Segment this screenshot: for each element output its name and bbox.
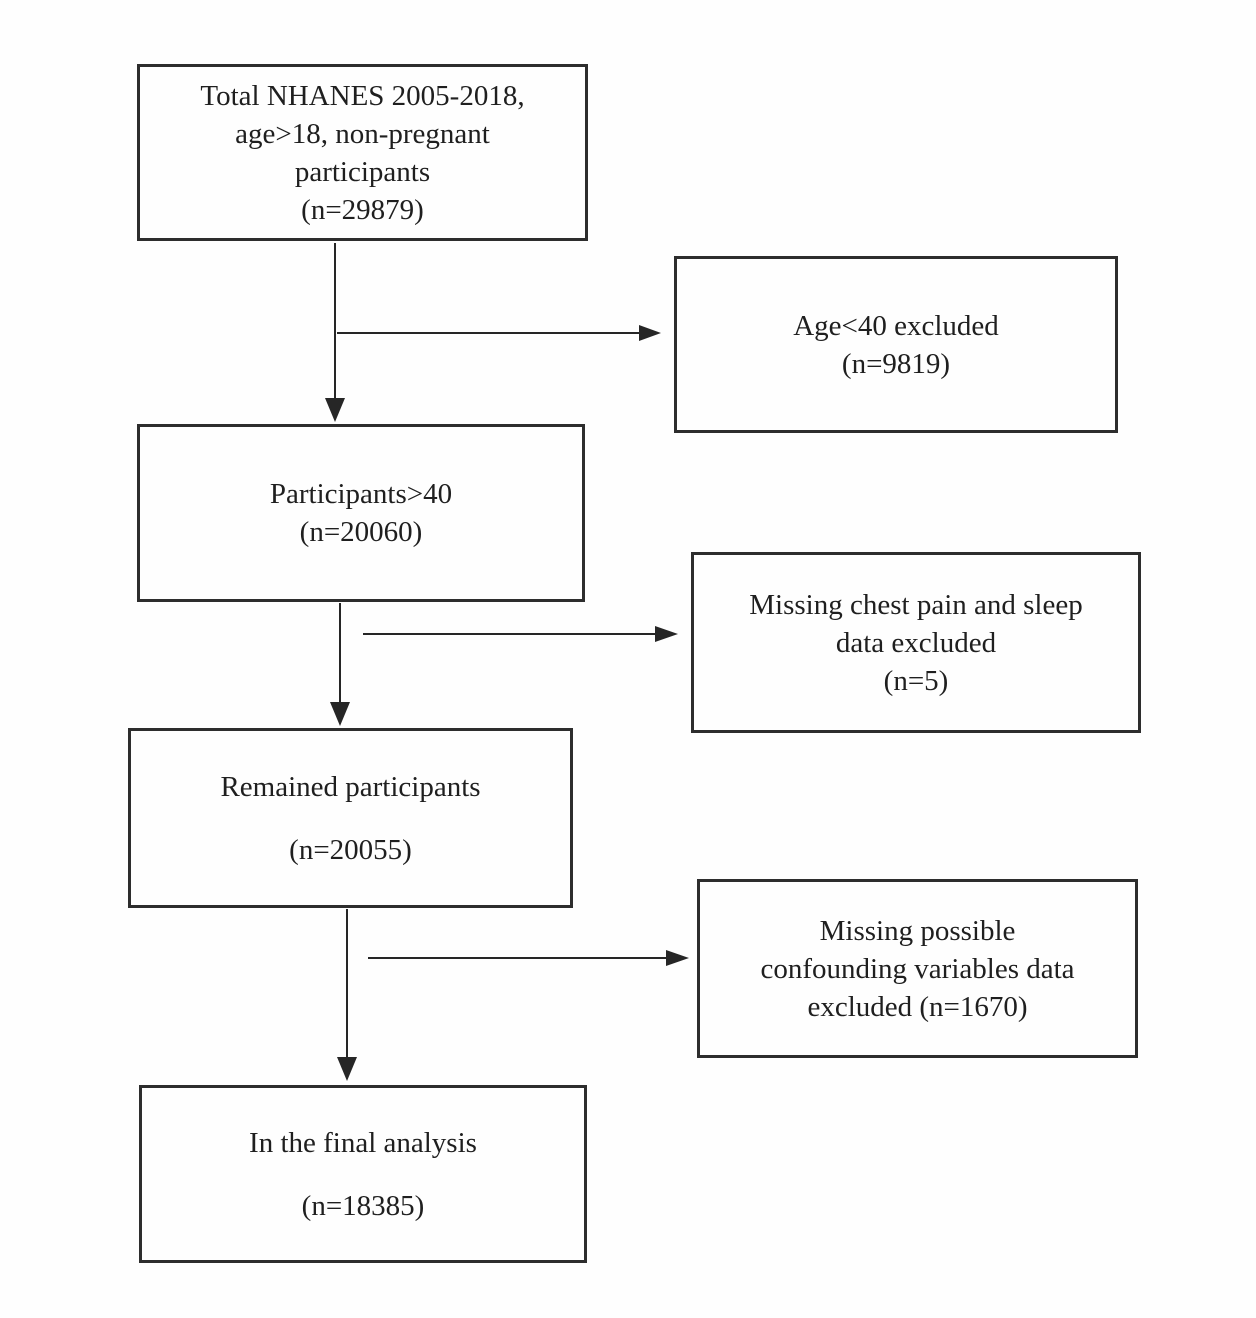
box-text-line: Age<40 excluded [793, 309, 999, 342]
box-text-line: excluded (n=1670) [807, 990, 1028, 1023]
box-text-line: data excluded [835, 626, 997, 659]
box-text-line: (n=18385) [301, 1189, 425, 1222]
box-age-under-40-excluded: Age<40 excluded (n=9819) [674, 256, 1118, 433]
right-arrow-to-age-excluded [337, 325, 661, 341]
box-final-analysis: In the final analysis (n=18385) [139, 1085, 587, 1263]
box-text-line: confounding variables data [760, 952, 1075, 985]
down-arrow-total-to-over40 [325, 243, 345, 422]
box-text-line: (n=20060) [299, 516, 423, 548]
box-total-population: Total NHANES 2005-2018, age>18, non-preg… [137, 64, 588, 241]
box-text-line: Missing possible [819, 914, 1016, 947]
right-arrow-to-chest-sleep-excluded [363, 626, 678, 642]
down-arrow-over40-to-remained [330, 603, 350, 726]
right-arrow-to-confounders-excluded [368, 950, 689, 966]
box-text-line: Participants>40 [269, 478, 453, 510]
box-text-line: Remained participants [220, 770, 481, 803]
down-arrow-remained-to-final [337, 909, 357, 1081]
box-missing-confounding-variables-excluded: Missing possible confounding variables d… [697, 879, 1138, 1058]
box-text-line: age>18, non-pregnant [235, 117, 490, 150]
box-text-line: In the final analysis [249, 1126, 477, 1159]
box-text-line: Missing chest pain and sleep [749, 588, 1083, 621]
box-text-line: (n=5) [883, 664, 949, 697]
box-text-line: participants [294, 155, 431, 188]
box-text-line: Total NHANES 2005-2018, [200, 79, 525, 112]
box-remained-participants: Remained participants (n=20055) [128, 728, 573, 908]
box-text-line: (n=29879) [301, 193, 424, 226]
box-missing-chest-pain-sleep-excluded: Missing chest pain and sleep data exclud… [691, 552, 1141, 733]
box-text-line: (n=20055) [289, 833, 412, 866]
box-text-line: (n=9819) [841, 347, 951, 380]
box-participants-over-40: Participants>40 (n=20060) [137, 424, 585, 602]
